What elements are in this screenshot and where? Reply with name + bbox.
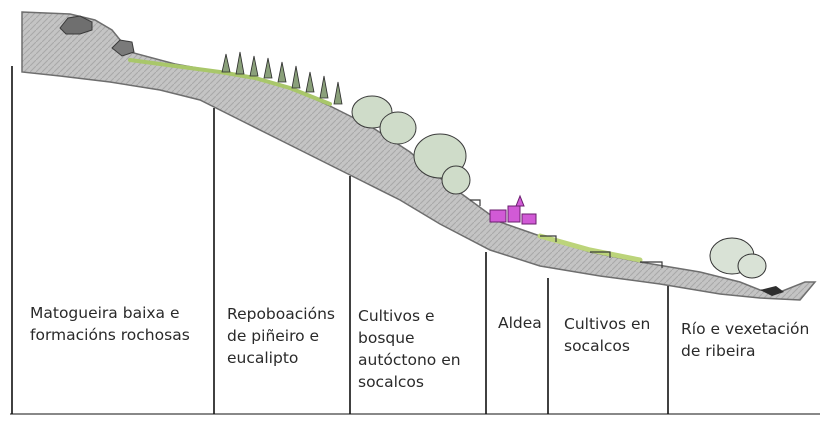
zone-separators: [11, 66, 669, 414]
riparian-trees: [709, 237, 767, 279]
rock-outcrop: [59, 15, 93, 35]
grass-line: [128, 58, 332, 106]
zone-label-terraced-crops: Cultivos en socalcos: [564, 315, 651, 355]
river: [760, 286, 784, 296]
zone-label-village: Aldea: [498, 314, 542, 332]
zone-label-crops-native-forest: Cultivos e bosque autóctono en socalcos: [358, 307, 461, 391]
village-houses: [489, 194, 537, 225]
grass-line: [537, 233, 643, 263]
broadleaf-trees: [351, 95, 471, 195]
zone-label-scrubland: Matogueira baixa e formacións rochosas: [30, 304, 190, 344]
pine-trees: [221, 51, 343, 105]
rock-outcrop: [111, 39, 135, 57]
terraces: [470, 199, 663, 268]
zone-label-reforestation: Repoboacións de piñeiro e eucalipto: [227, 305, 335, 367]
zone-label-river-riparian: Río e vexetación de ribeira: [681, 320, 810, 360]
